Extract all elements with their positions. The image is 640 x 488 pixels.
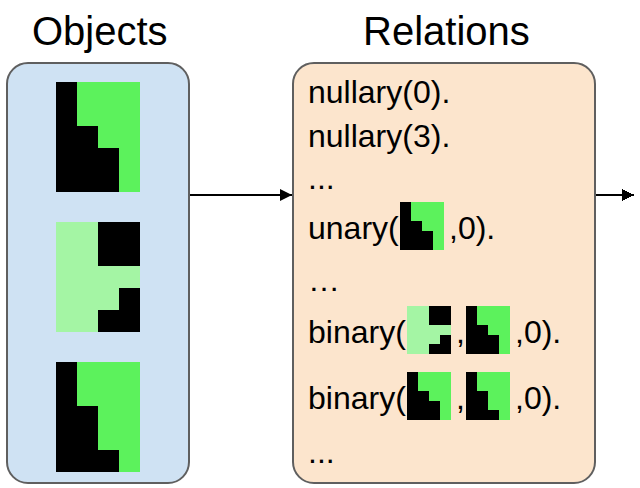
relation-text: unary( bbox=[308, 210, 399, 247]
panel-heading: Objects bbox=[32, 8, 168, 54]
object-image bbox=[56, 222, 140, 332]
relation-image bbox=[400, 202, 444, 250]
relation-text: … bbox=[308, 262, 340, 299]
relation-text: nullary(3). bbox=[308, 118, 450, 155]
relation-image bbox=[466, 372, 510, 420]
output-arrow bbox=[596, 194, 634, 196]
relations-panel: Relationsnullary(0).nullary(3)....unary(… bbox=[292, 62, 596, 484]
object-image bbox=[56, 362, 140, 472]
relation-text: ... bbox=[308, 160, 335, 197]
relation-text: binary( bbox=[308, 380, 406, 417]
relation-image bbox=[407, 372, 451, 420]
relation-text: ,0). bbox=[449, 210, 495, 247]
relation-text: binary( bbox=[308, 314, 406, 351]
flow-arrow bbox=[190, 194, 292, 196]
relation-text: ... bbox=[308, 434, 335, 471]
relation-text: , bbox=[456, 380, 465, 417]
relation-image bbox=[407, 306, 451, 354]
relation-image bbox=[466, 306, 510, 354]
object-image bbox=[56, 82, 140, 192]
relation-text: ,0). bbox=[515, 314, 561, 351]
relation-text: ,0). bbox=[515, 380, 561, 417]
objects-panel: Objects bbox=[6, 62, 190, 484]
relation-text: , bbox=[456, 314, 465, 351]
relation-text: nullary(0). bbox=[308, 74, 450, 111]
panel-heading: Relations bbox=[363, 8, 530, 54]
